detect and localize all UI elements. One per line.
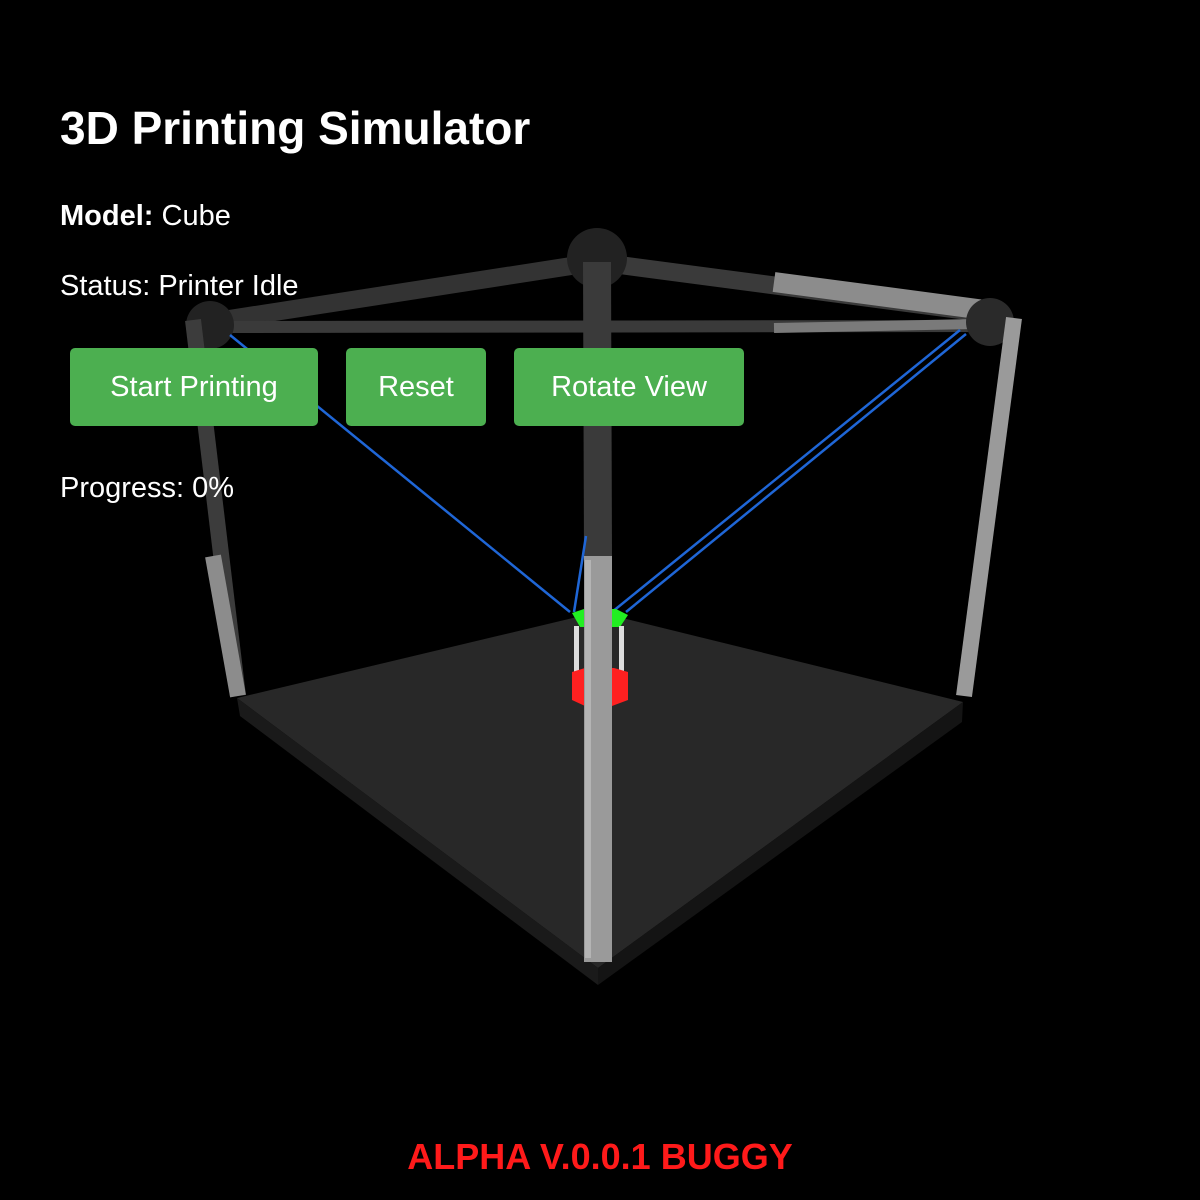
printer-frame-front-pillar xyxy=(584,556,612,962)
reset-button[interactable]: Reset xyxy=(346,348,486,426)
version-label: ALPHA V.0.0.1 BUGGY xyxy=(407,1136,793,1177)
model-value: Cube xyxy=(161,200,231,232)
control-panel: 3D Printing Simulator Model: Cube Status… xyxy=(60,96,820,506)
status-text: Status: Printer Idle xyxy=(60,270,299,302)
page-title: 3D Printing Simulator xyxy=(60,102,531,154)
progress-text: Progress: 0% xyxy=(60,472,235,504)
control-buttons: Start Printing Reset Rotate View xyxy=(70,348,820,426)
model-info: Model: Cube xyxy=(60,198,820,234)
model-label: Model: xyxy=(60,200,154,232)
start-printing-button[interactable]: Start Printing xyxy=(70,348,318,426)
rotate-view-button[interactable]: Rotate View xyxy=(514,348,744,426)
